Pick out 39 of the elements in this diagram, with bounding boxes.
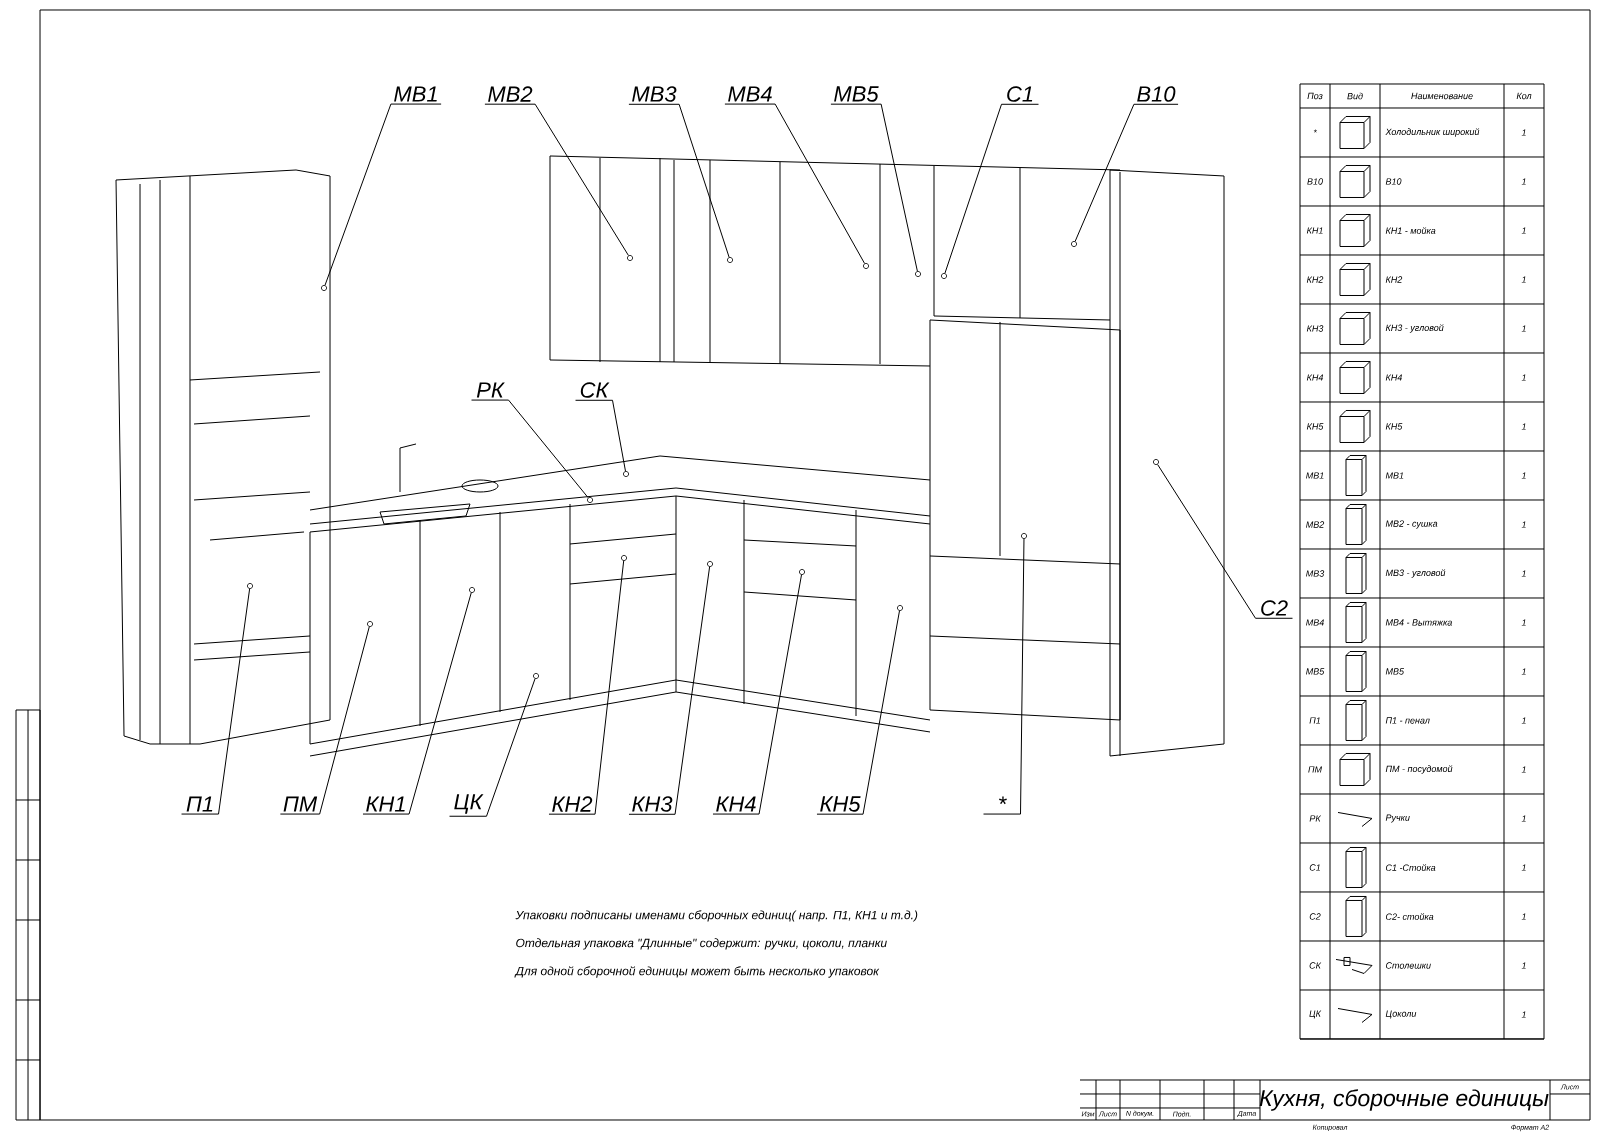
callout-label: КН2 (548, 796, 596, 815)
leader-line (758, 574, 802, 815)
callout-label: РК (471, 382, 509, 401)
callout-label: ЦК (449, 794, 487, 817)
callout-label: МВ4 (724, 86, 776, 105)
callout-label: КН5 (816, 796, 864, 815)
leader-line (324, 103, 392, 286)
leader-line (674, 566, 711, 815)
callout-label: МВ2 (484, 86, 536, 105)
leader-line (612, 399, 626, 472)
leader-line (594, 560, 625, 815)
callout-label: С1 (1001, 86, 1039, 105)
leader-line (508, 399, 589, 499)
callout-label: С2 (1255, 600, 1293, 619)
callout-label: МВ1 (390, 86, 442, 105)
callout-label: КН4 (712, 796, 760, 815)
leader-line (944, 103, 1002, 274)
leader-line (486, 678, 536, 817)
leader-line (678, 103, 730, 258)
leader-line (319, 626, 370, 815)
leader-line (218, 588, 251, 815)
callout-label: * (983, 796, 1021, 815)
callout-label: В10 (1133, 86, 1179, 105)
callout-label: КН1 (362, 796, 410, 815)
leader-line (1020, 538, 1025, 815)
leader-line (880, 103, 918, 272)
leader-line (1074, 103, 1135, 242)
callout-label: П1 (181, 796, 219, 815)
callout-label: СК (575, 382, 613, 401)
callout-label: КН3 (628, 796, 676, 815)
leader-line (774, 103, 866, 264)
leader-line (1157, 464, 1256, 619)
leader-line (862, 610, 900, 815)
drawing-title: Кухня, сборочные единицы (1259, 1089, 1549, 1111)
leader-line (534, 103, 629, 256)
callout-label: ПМ (279, 796, 321, 815)
callout-label: МВ5 (830, 86, 882, 105)
callout-label: МВ3 (628, 86, 680, 105)
leader-line (408, 592, 472, 815)
